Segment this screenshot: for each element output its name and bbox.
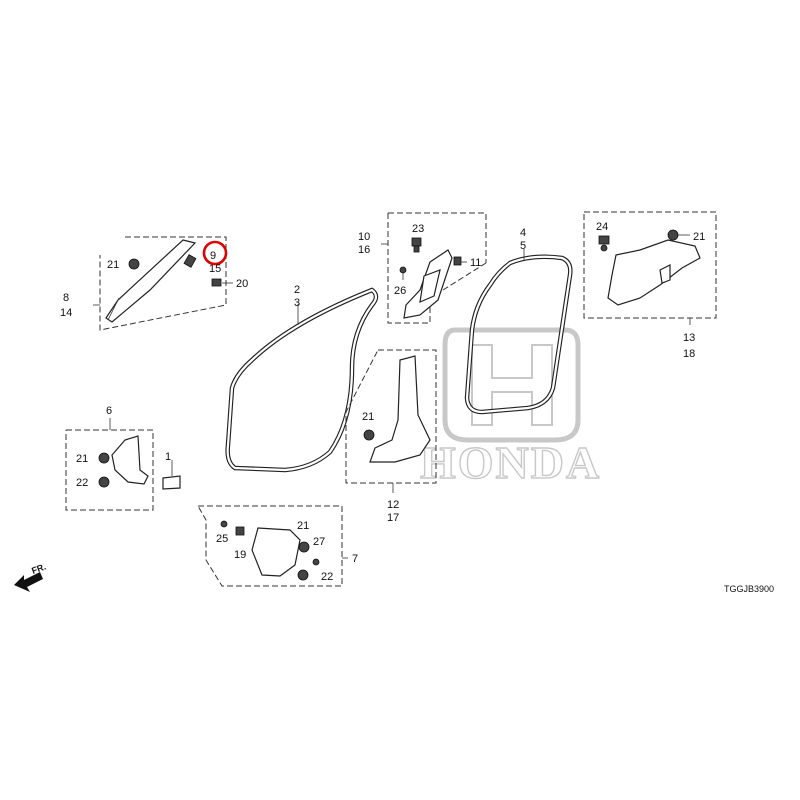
clip-15-icon <box>183 254 197 268</box>
clip-21-icon <box>98 452 110 464</box>
callout-14: 14 <box>60 307 72 319</box>
drawing-code: TGGJB3900 <box>724 584 774 594</box>
clip-21-icon <box>363 429 375 441</box>
callout-13: 13 <box>683 332 695 344</box>
clip-19-icon <box>235 526 245 536</box>
rear-door-seal <box>464 249 573 415</box>
rear-pillar-garnish <box>607 239 701 306</box>
callout-7: 7 <box>352 553 358 565</box>
front-side-trim <box>111 435 149 485</box>
callout-20: 20 <box>236 278 248 290</box>
clip-21-icon <box>667 229 679 241</box>
callout-10: 10 <box>358 231 370 243</box>
screw-26-icon <box>399 266 407 280</box>
clip-21-icon <box>298 541 310 553</box>
front-door-seal <box>225 287 379 473</box>
callout-17: 17 <box>387 512 399 524</box>
highlight-circle <box>202 240 228 266</box>
callout-6: 6 <box>106 405 112 417</box>
callout-21-a: 21 <box>107 259 119 271</box>
clip-24-icon <box>598 235 610 252</box>
clip-11-icon <box>453 256 462 266</box>
callout-19: 19 <box>234 549 246 561</box>
front-side-trim-group <box>65 418 154 511</box>
callout-11: 11 <box>470 257 481 269</box>
callout-22-a: 22 <box>76 477 88 489</box>
callout-21-e: 21 <box>297 520 309 532</box>
callout-22-b: 22 <box>321 571 333 583</box>
callout-25: 25 <box>216 533 228 545</box>
callout-16: 16 <box>358 244 370 256</box>
clip-20-icon <box>211 278 222 287</box>
watermark-text: HONDA <box>420 437 601 488</box>
callout-18: 18 <box>683 348 695 360</box>
b-pillar-lower-garnish <box>369 355 431 463</box>
b-pillar-upper-group <box>381 212 487 324</box>
a-pillar-garnish <box>105 239 197 323</box>
callout-5: 5 <box>520 240 526 252</box>
callout-23: 23 <box>412 223 424 235</box>
clip-22-icon <box>98 476 110 488</box>
clip-22-icon <box>297 569 309 581</box>
callout-21-c: 21 <box>362 411 374 423</box>
kick-panel <box>251 527 301 577</box>
callout-1: 1 <box>165 451 171 463</box>
kick-panel-group <box>197 505 348 587</box>
clip-21-icon <box>128 258 140 270</box>
clip-27-icon <box>312 558 320 566</box>
callout-3: 3 <box>294 297 300 309</box>
clip-23-icon <box>411 237 422 253</box>
pad-1 <box>162 460 181 490</box>
callout-8: 8 <box>63 292 69 304</box>
callout-15: 15 <box>209 263 221 275</box>
screw-25-icon <box>220 520 228 528</box>
honda-watermark-logo: HONDA <box>419 327 601 489</box>
callout-9: 9 <box>210 250 216 262</box>
callout-27: 27 <box>313 536 325 548</box>
b-pillar-lower-group <box>345 349 437 493</box>
callout-21-d: 21 <box>693 231 705 243</box>
front-indicator-label: FR. <box>30 562 47 576</box>
callout-4: 4 <box>520 227 526 239</box>
callout-12: 12 <box>387 499 399 511</box>
callout-labels: 1 2 3 4 5 6 7 8 10 11 12 13 14 15 16 17 … <box>60 221 705 583</box>
front-arrow-icon <box>14 572 43 592</box>
a-pillar-garnish-group <box>93 236 233 331</box>
callout-26: 26 <box>394 285 406 297</box>
callout-21-b: 21 <box>76 453 88 465</box>
rear-pillar-group <box>583 211 717 325</box>
callout-2: 2 <box>294 284 300 296</box>
callout-24: 24 <box>596 221 608 233</box>
